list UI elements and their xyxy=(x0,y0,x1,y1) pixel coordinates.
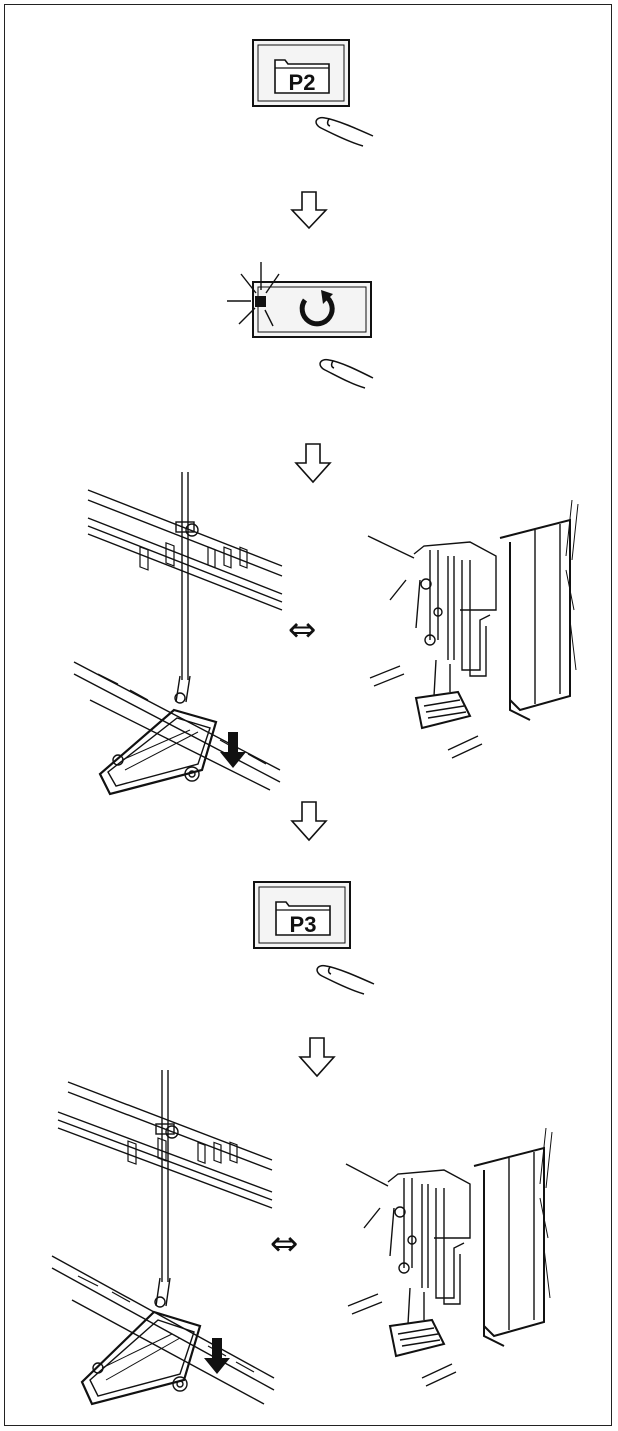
presser-illustration-1 xyxy=(360,460,580,775)
reset-key-group xyxy=(225,260,385,390)
down-arrow-icon xyxy=(294,443,332,484)
p3-key-group: P3 xyxy=(246,880,386,995)
alternate-symbol-1: ⇔ xyxy=(288,610,317,650)
press-down-arrow-icon xyxy=(220,732,246,768)
pedal-illustration-2 xyxy=(48,1068,278,1413)
next-arrow-3 xyxy=(289,800,329,847)
p3-key[interactable]: P3 xyxy=(246,880,386,995)
p2-key-label: P2 xyxy=(289,70,316,95)
alternate-symbol-2: ⇔ xyxy=(270,1224,299,1264)
reset-icon xyxy=(299,293,335,327)
next-arrow-2 xyxy=(293,442,333,489)
diagram-frame xyxy=(4,4,612,1426)
down-arrow-icon xyxy=(290,801,328,842)
presser-illustration-2 xyxy=(344,1090,564,1405)
finger-icon xyxy=(319,358,374,389)
next-arrow-4 xyxy=(297,1036,337,1083)
press-down-arrow-icon xyxy=(204,1338,230,1374)
p2-key-group: P2 xyxy=(245,38,385,148)
reset-key[interactable] xyxy=(225,260,385,390)
next-arrow-1 xyxy=(289,190,329,235)
pedal-illustration-1 xyxy=(70,470,290,796)
down-arrow-icon xyxy=(298,1037,336,1078)
p2-key[interactable]: P2 xyxy=(245,38,385,148)
finger-icon xyxy=(316,964,375,995)
flashing-lamp-icon xyxy=(227,262,280,327)
p3-key-label: P3 xyxy=(290,912,317,937)
down-arrow-icon xyxy=(290,191,328,230)
finger-icon xyxy=(315,116,374,147)
